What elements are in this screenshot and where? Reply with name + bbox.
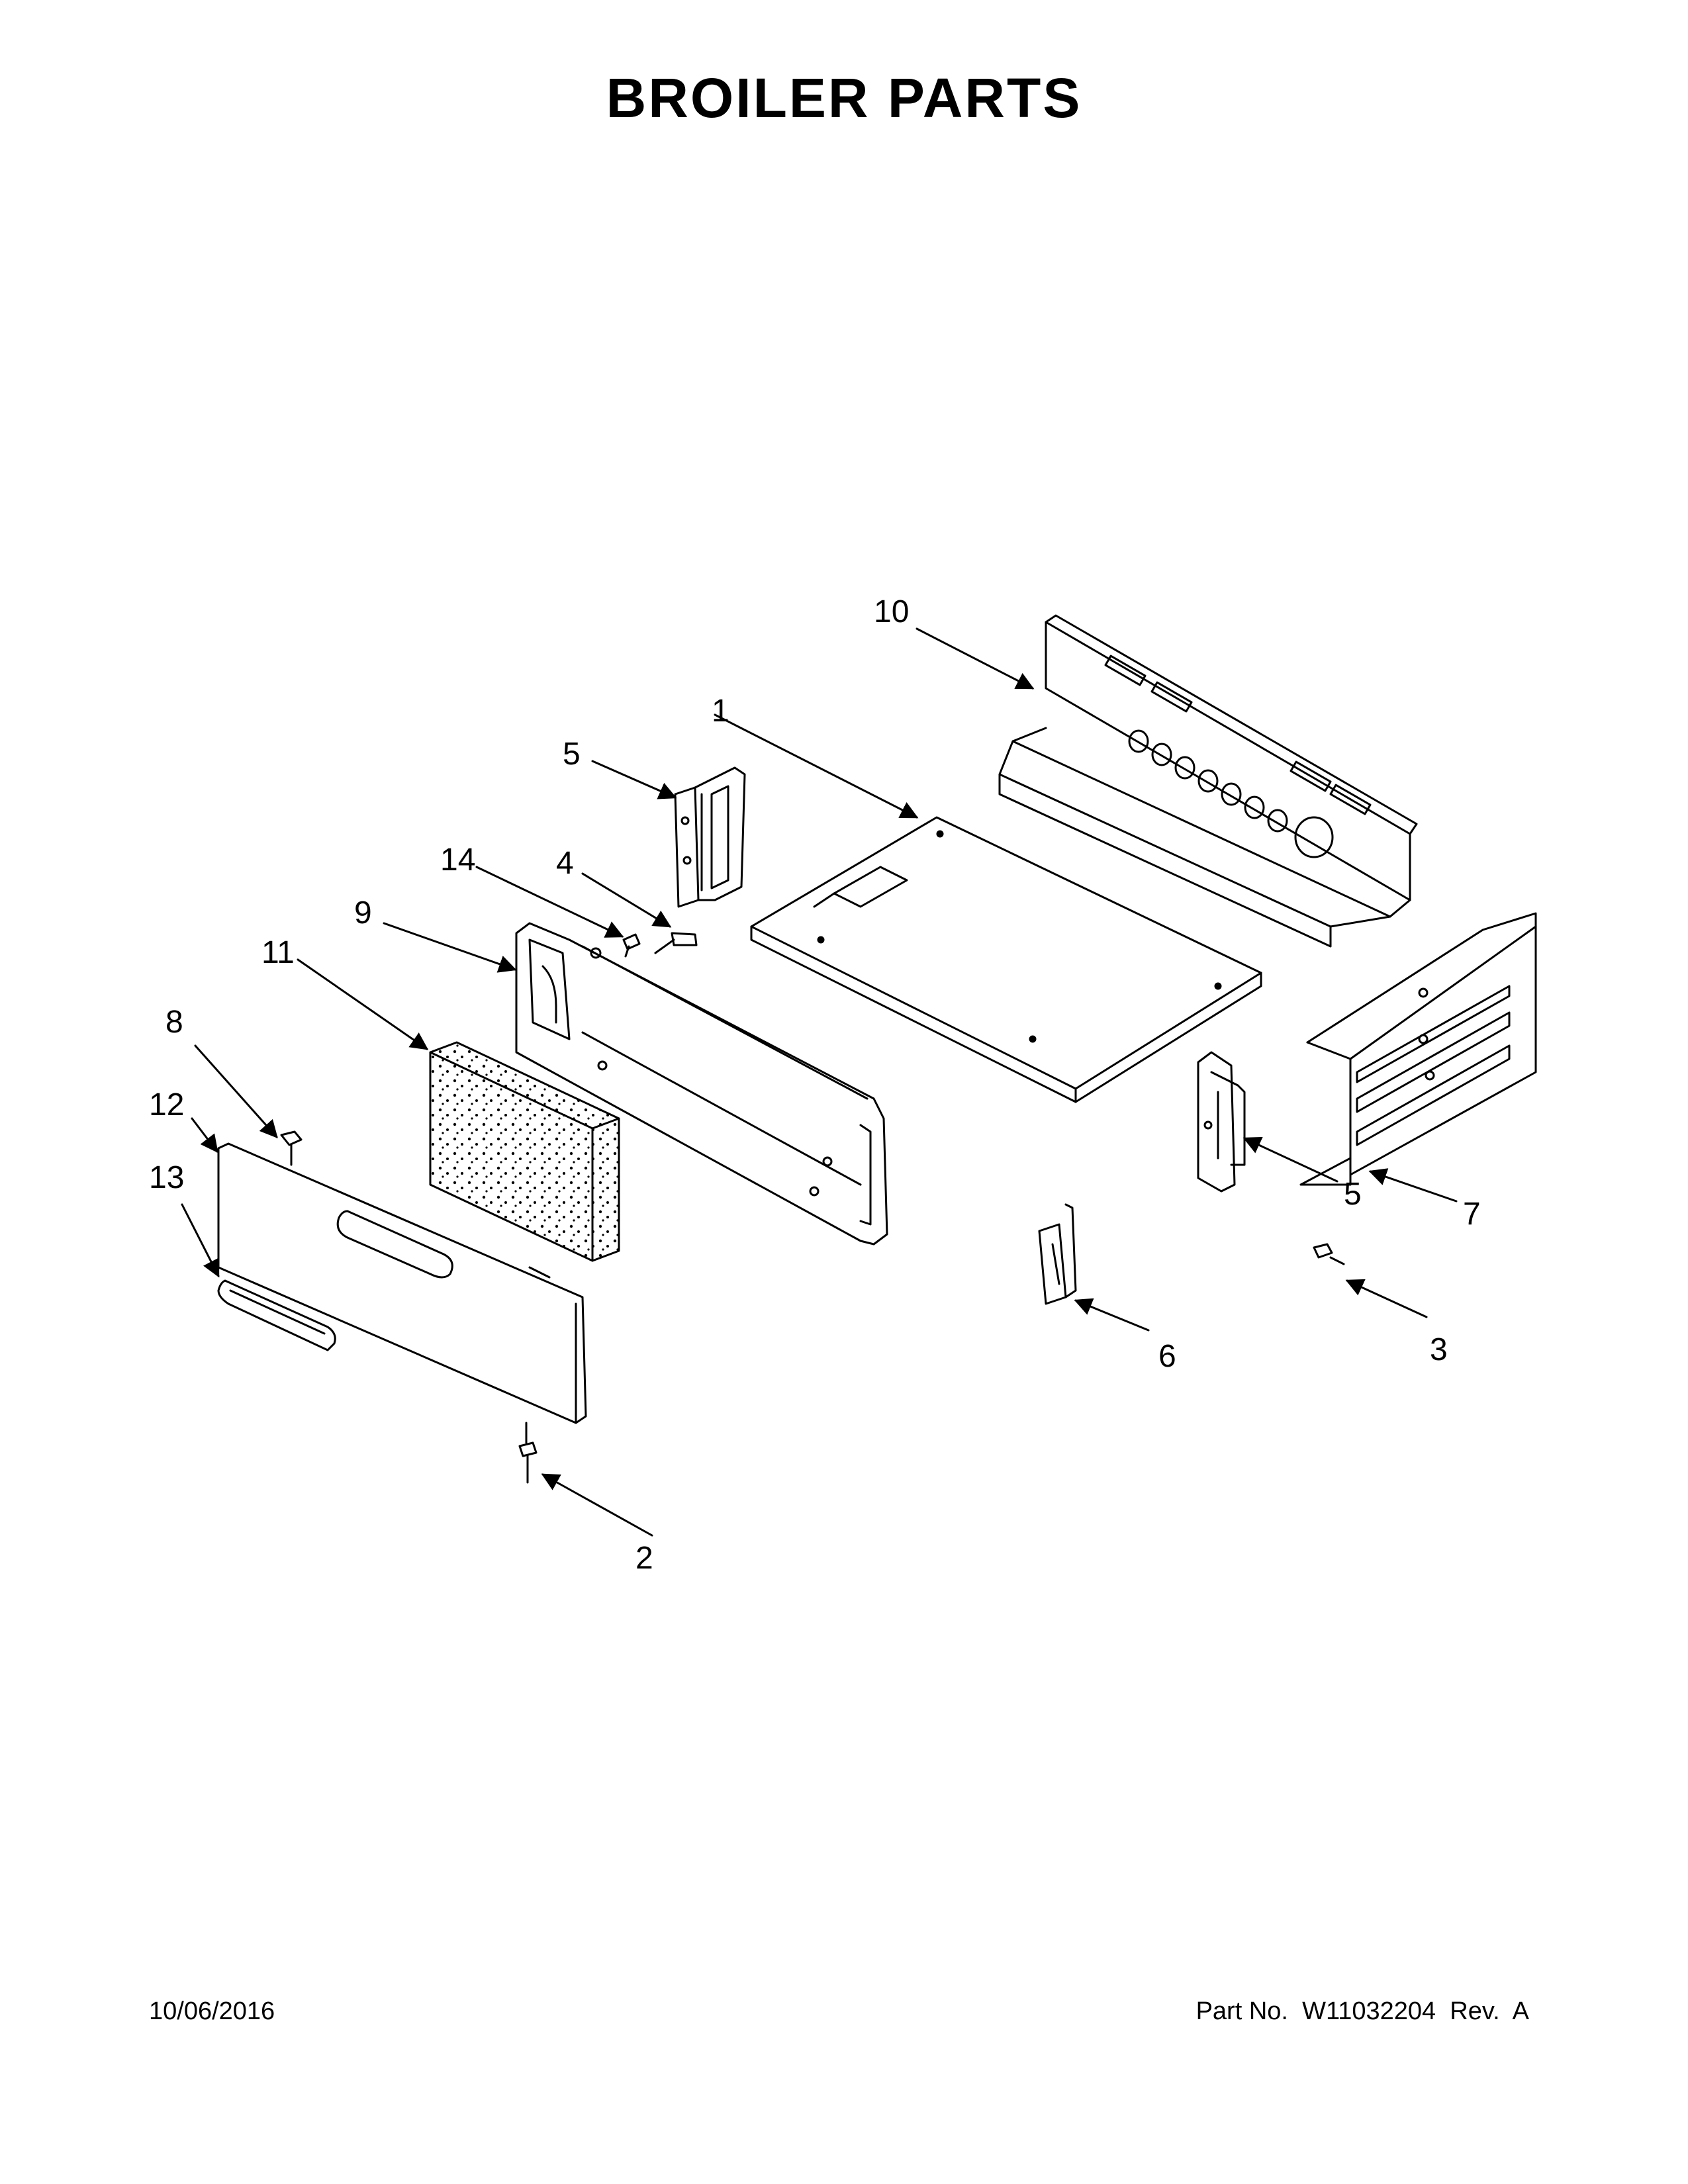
callout-8: 8 <box>165 1005 183 1040</box>
footer-part-number: Part No. W11032204 Rev. A <box>1196 1997 1529 2025</box>
part-5-hinge-bracket-left <box>674 766 746 908</box>
part-2-screw <box>518 1441 538 1484</box>
part-13-handle <box>217 1279 336 1351</box>
callout-7: 7 <box>1463 1197 1481 1232</box>
callout-10: 10 <box>874 594 909 629</box>
part-8-screw <box>280 1130 303 1166</box>
footer-date: 10/06/2016 <box>149 1997 275 2025</box>
part-7-side-rail <box>1299 912 1537 1186</box>
callout-11: 11 <box>261 935 295 970</box>
callout-13: 13 <box>149 1160 184 1195</box>
part-3-screw <box>1313 1243 1345 1265</box>
callout-6: 6 <box>1158 1339 1176 1374</box>
part-1-bottom-plate <box>750 816 1262 1103</box>
callout-4: 4 <box>556 846 574 881</box>
callout-12: 12 <box>149 1087 184 1122</box>
part-4-screw <box>654 932 698 954</box>
callout-5-lower: 5 <box>1344 1177 1362 1212</box>
part-10-rear-shield <box>998 614 1418 948</box>
callout-3: 3 <box>1430 1332 1448 1367</box>
part-5-hinge-bracket-right <box>1197 1051 1246 1193</box>
callout-9: 9 <box>354 895 372 931</box>
callout-2: 2 <box>635 1541 653 1576</box>
callout-14: 14 <box>440 842 475 878</box>
callout-1: 1 <box>712 694 729 729</box>
part-11-insulation <box>429 1041 620 1262</box>
part-9-inner-frame <box>515 922 888 1246</box>
page-title: BROILER PARTS <box>606 67 1082 129</box>
part-6-hinge <box>1038 1203 1077 1305</box>
leader-lines <box>181 627 1458 1537</box>
callout-5-upper: 5 <box>563 737 581 772</box>
part-14-screw <box>622 933 641 958</box>
